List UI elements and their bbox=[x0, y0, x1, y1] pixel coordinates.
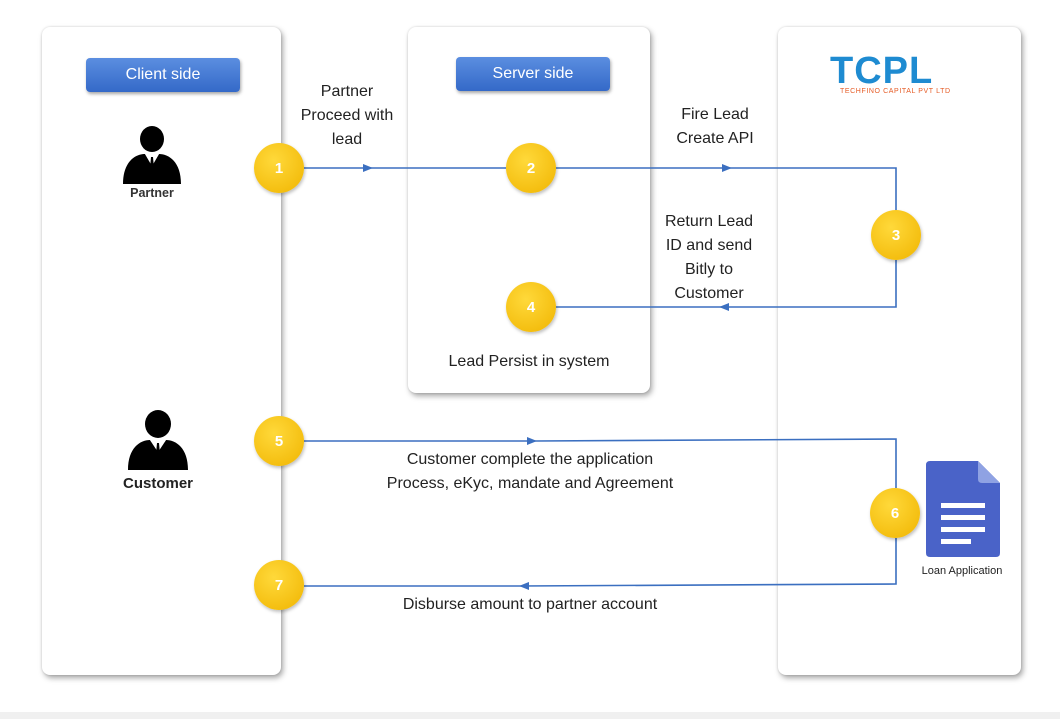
partner-label: Partner bbox=[130, 186, 174, 200]
techfino-logo-subtitle: TECHFINO CAPITAL PVT LTD bbox=[840, 88, 951, 95]
loan-application-document-icon bbox=[926, 461, 1000, 557]
customer-complete-label: Customer complete the application Proces… bbox=[360, 448, 700, 496]
customer-complete-line-1: Customer complete the application bbox=[406, 451, 654, 468]
step-6-marker: 6 bbox=[870, 488, 920, 538]
fire-lead-label: Fire Lead Create API bbox=[660, 103, 770, 151]
return-lead-line-1: Return Lead bbox=[664, 213, 754, 230]
arrow-5-6-b bbox=[535, 438, 897, 488]
server-side-header: Server side bbox=[456, 57, 610, 91]
arrow-6-7-a bbox=[519, 538, 897, 590]
arrow-2-3-b bbox=[731, 167, 897, 210]
partner-person-icon bbox=[123, 126, 181, 184]
return-lead-line-4: Customer bbox=[674, 285, 744, 302]
step-1-marker: 1 bbox=[254, 143, 304, 193]
arrow-3-4-a bbox=[719, 260, 897, 311]
techfino-panel bbox=[778, 27, 1021, 675]
customer-person-icon bbox=[128, 410, 188, 470]
partner-proceed-line-3: lead bbox=[331, 131, 363, 148]
loan-application-label: Loan Application bbox=[921, 565, 1003, 577]
partner-proceed-line-2: Proceed with bbox=[300, 107, 394, 124]
step-7-marker: 7 bbox=[254, 560, 304, 610]
partner-proceed-label: Partner Proceed with lead bbox=[292, 80, 402, 152]
return-lead-line-2: ID and send bbox=[665, 237, 753, 254]
return-lead-label: Return Lead ID and send Bitly to Custome… bbox=[654, 210, 764, 306]
customer-complete-line-2: Process, eKyc, mandate and Agreement bbox=[386, 475, 674, 492]
step-4-marker: 4 bbox=[506, 282, 556, 332]
techfino-logo: TCPL bbox=[830, 50, 934, 92]
step-2-marker: 2 bbox=[506, 143, 556, 193]
step-3-marker: 3 bbox=[871, 210, 921, 260]
footer-band bbox=[0, 712, 1060, 719]
client-side-header: Client side bbox=[86, 58, 240, 92]
fire-lead-line-1: Fire Lead bbox=[681, 106, 749, 123]
partner-proceed-line-1: Partner bbox=[320, 83, 374, 100]
customer-label: Customer bbox=[122, 475, 193, 492]
disburse-label: Disburse amount to partner account bbox=[402, 596, 658, 613]
fire-lead-line-2: Create API bbox=[676, 130, 754, 147]
lead-persist-label: Lead Persist in system bbox=[448, 353, 610, 370]
return-lead-line-3: Bitly to bbox=[684, 261, 733, 278]
step-5-marker: 5 bbox=[254, 416, 304, 466]
